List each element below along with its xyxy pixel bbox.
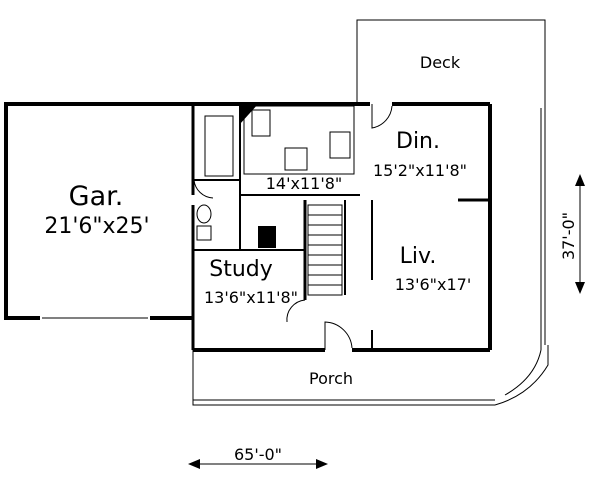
porch-area [192,108,549,406]
depth-dimension-label: 37'-0" [559,212,578,260]
garage-area [4,102,195,320]
interior-walls [191,104,490,350]
garage-size: 21'6"x25' [44,214,149,239]
deck-label: Deck [420,53,461,72]
bathroom-fixtures [196,204,212,241]
living-label: Liv. [400,244,437,269]
deck-area [356,19,546,345]
door-swings [193,104,393,350]
porch-label: Porch [309,369,353,388]
width-dimension-label: 65'-0" [234,445,282,464]
dining-size: 15'2"x11'8" [373,161,467,180]
dining-label: Din. [396,129,440,154]
garage-label: Gar. [69,181,124,212]
width-dimension: 65'-0" [188,445,328,469]
study-label: Study [209,257,273,282]
living-size: 13'6"x17' [395,275,472,294]
kitchen-fixtures [204,104,355,177]
study-size: 13'6"x11'8" [204,288,298,307]
kitchen-size: 14'x11'8" [266,174,343,193]
depth-dimension: 37'-0" [559,174,585,294]
